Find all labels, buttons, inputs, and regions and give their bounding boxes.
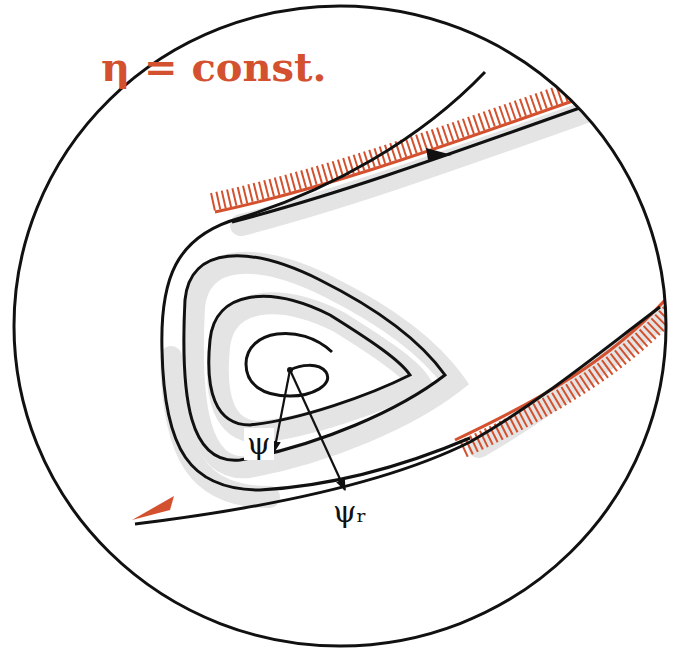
- wall-hatch: [132, 78, 673, 520]
- view-circle: [14, 6, 666, 646]
- constraint-label: η = const.: [98, 46, 330, 88]
- streamlines: [135, 72, 660, 524]
- radius-label: ψᵣ: [330, 496, 370, 528]
- center-dot: [287, 367, 293, 373]
- shading: [171, 102, 669, 497]
- radius-label: ψ: [244, 428, 274, 460]
- radius-arrow: [274, 370, 345, 490]
